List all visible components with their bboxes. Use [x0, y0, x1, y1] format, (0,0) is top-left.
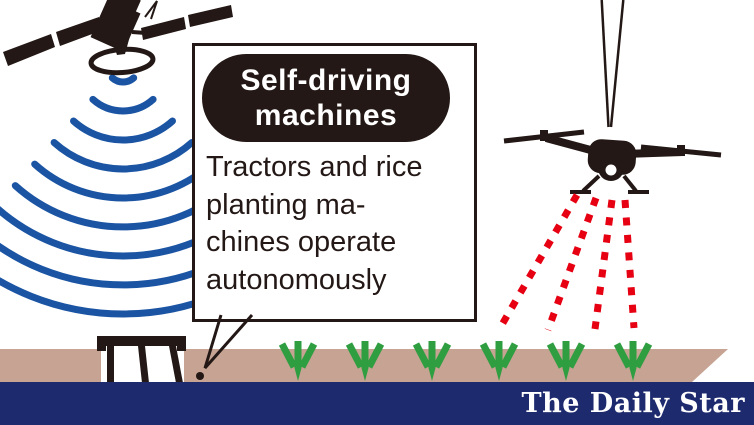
bubble-title-pill: Self-driving machines: [202, 54, 450, 142]
gps-beam-icon: [600, 0, 625, 128]
daily-star-logo: The Daily Star: [521, 388, 745, 419]
spray-dashes-icon: [496, 193, 638, 332]
rice-sprout-icon: [412, 341, 452, 381]
bubble-body-line-4: autonomously: [206, 263, 387, 296]
speech-bubble: Self-driving machines Tractors and rice …: [192, 43, 477, 322]
rice-sprout-icon: [613, 341, 653, 381]
bubble-body-line-1: Tractors and rice: [206, 151, 423, 183]
bubble-body-text: Tractors and rice planting ma- chines op…: [206, 149, 468, 299]
rice-sprout-icon: [479, 341, 519, 381]
rice-sprout-row: [278, 341, 653, 381]
rice-sprout-icon: [278, 341, 318, 381]
bubble-title-line-1: Self-driving: [240, 64, 412, 97]
bubble-body-line-3: chines operate: [206, 226, 397, 258]
rice-sprout-icon: [546, 341, 586, 381]
satellite-icon: [3, 0, 233, 76]
tractor-icon: [97, 336, 186, 383]
bubble-body-line-2: planting ma-: [206, 188, 366, 221]
bubble-title-line-2: machines: [254, 99, 398, 132]
antenna-icon: [144, 0, 158, 20]
rice-sprout-icon: [345, 341, 385, 381]
footer-bar: The Daily Star: [0, 382, 754, 425]
drone-icon: [503, 129, 722, 194]
